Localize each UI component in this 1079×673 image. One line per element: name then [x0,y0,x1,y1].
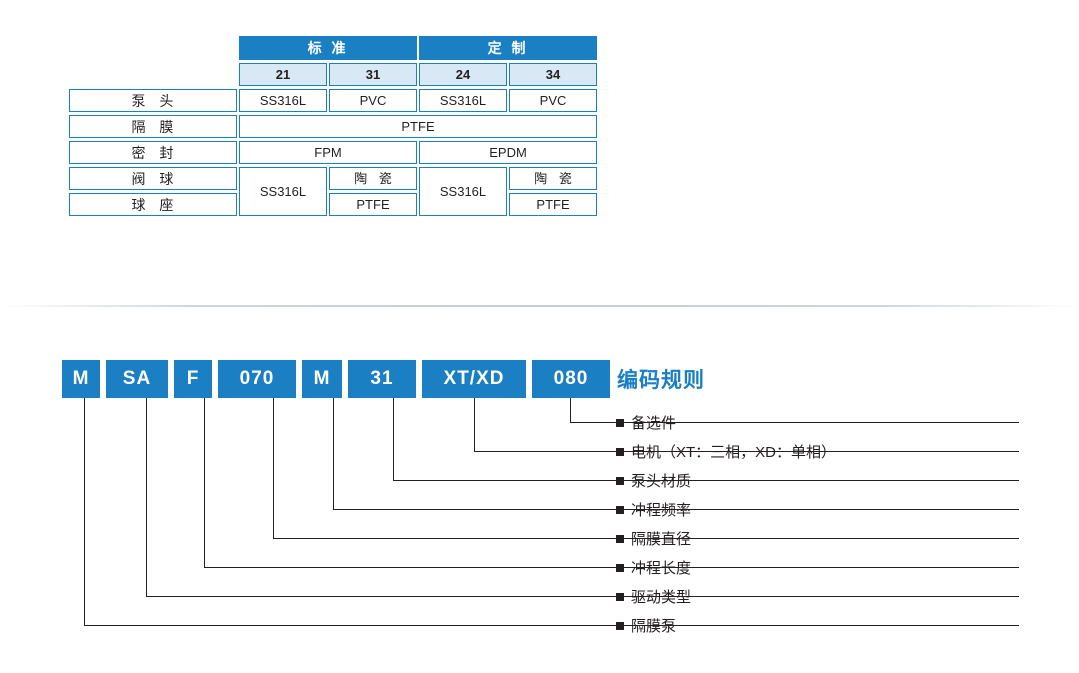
table-row-group-headers: 标 准 定 制 [69,36,598,60]
leader-line-v-070 [273,398,274,538]
cell-ball-seat-31: PTFE [329,193,418,216]
cell-valve-ball-34: 陶 瓷 [509,167,598,190]
code-segment-m2: M [302,360,342,398]
code-segment-070: 070 [218,360,296,398]
legend-label: 隔膜直径 [631,531,692,548]
legend-label: 驱动类型 [631,589,692,606]
cell-seal-standard: FPM [239,141,418,164]
leader-line-h-070 [273,538,1019,539]
leader-line-h-31 [393,480,1019,481]
legend-label: 电机（XT：三相，XD：单相） [631,444,837,461]
leader-line-h-080 [570,422,1019,423]
leader-line-h-xtxd [474,451,1019,452]
legend-item-pump-head-material: 泵头材质 [616,470,691,491]
cell-valve-ball-31: 陶 瓷 [329,167,418,190]
bullet-square-icon [616,448,624,456]
row-label-ball-seat: 球 座 [69,193,237,216]
bullet-square-icon [616,477,624,485]
code-header-24: 24 [419,63,508,86]
legend-label: 冲程长度 [631,560,692,577]
legend-item-stroke-frequency: 冲程频率 [616,499,691,520]
code-segment-m: M [62,360,100,398]
leader-line-v-xtxd [474,398,475,451]
leader-line-h-sa [146,596,1019,597]
code-segment-f: F [174,360,212,398]
table-row-valve-ball: 阀 球 SS316L 陶 瓷 SS316L 陶 瓷 [69,167,598,216]
code-rule-title: 编码规则 [617,369,705,392]
leader-line-v-080 [570,398,571,422]
code-segment-080: 080 [532,360,610,398]
legend-item-drive-type: 驱动类型 [616,586,691,607]
coding-rule-diagram: 编码规则 M SA F 070 M 31 XT/XD 080 备选件 电机（XT… [0,360,1079,660]
cell-seal-custom: EPDM [419,141,598,164]
table-row-seal: 密 封 FPM EPDM [69,141,598,164]
legend-label: 隔膜泵 [631,618,677,635]
cell-diaphragm-all: PTFE [239,115,598,138]
leader-line-v-f [204,398,205,567]
legend-item-option-parts: 备选件 [616,412,676,433]
bullet-square-icon [616,564,624,572]
table-row-diaphragm: 隔 膜 PTFE [69,115,598,138]
row-label-valve-ball: 阀 球 [69,167,237,190]
legend-label: 冲程频率 [631,502,692,519]
table-row-pump-head: 泵 头 SS316L PVC SS316L PVC [69,89,598,112]
leader-line-v-m2 [333,398,334,509]
group-header-custom: 定 制 [419,36,598,60]
group-header-standard: 标 准 [239,36,418,60]
table-row-ball-seat: 球 座 PTFE PTFE [69,193,598,216]
empty-cell [69,36,237,60]
legend-label: 泵头材质 [631,473,692,490]
cell-pump-head-21: SS316L [239,89,327,112]
legend-item-stroke-length: 冲程长度 [616,557,691,578]
leader-line-h-m [84,625,1019,626]
code-segment-xtxd: XT/XD [422,360,526,398]
legend-item-diaphragm-pump: 隔膜泵 [616,615,676,636]
spec-table-element: 标 准 定 制 21 31 24 34 泵 头 SS316L PVC SS316… [67,33,599,219]
bullet-square-icon [616,419,624,427]
code-header-31: 31 [329,63,418,86]
code-segment-31: 31 [348,360,416,398]
legend-item-diaphragm-diameter: 隔膜直径 [616,528,691,549]
specification-table: 标 准 定 制 21 31 24 34 泵 头 SS316L PVC SS316… [67,33,598,219]
cell-valve-ball-21: SS316L [239,167,327,216]
row-label-diaphragm: 隔 膜 [69,115,237,138]
leader-line-h-f [204,567,1019,568]
leader-line-v-m [84,398,85,625]
cell-pump-head-31: PVC [329,89,418,112]
leader-line-h-m2 [333,509,1019,510]
cell-pump-head-24: SS316L [419,89,508,112]
row-label-pump-head: 泵 头 [69,89,237,112]
bullet-square-icon [616,593,624,601]
cell-valve-ball-24: SS316L [419,167,508,216]
row-label-seal: 密 封 [69,141,237,164]
code-header-21: 21 [239,63,327,86]
legend-label: 备选件 [631,415,677,432]
code-header-34: 34 [509,63,598,86]
leader-line-v-31 [393,398,394,480]
leader-line-v-sa [146,398,147,596]
table-row-code-headers: 21 31 24 34 [69,63,598,86]
section-divider [0,305,1079,307]
cell-pump-head-34: PVC [509,89,598,112]
cell-ball-seat-34: PTFE [509,193,598,216]
bullet-square-icon [616,535,624,543]
bullet-square-icon [616,506,624,514]
empty-cell [69,63,237,86]
legend-item-motor: 电机（XT：三相，XD：单相） [616,441,836,462]
code-segment-sa: SA [106,360,168,398]
bullet-square-icon [616,622,624,630]
